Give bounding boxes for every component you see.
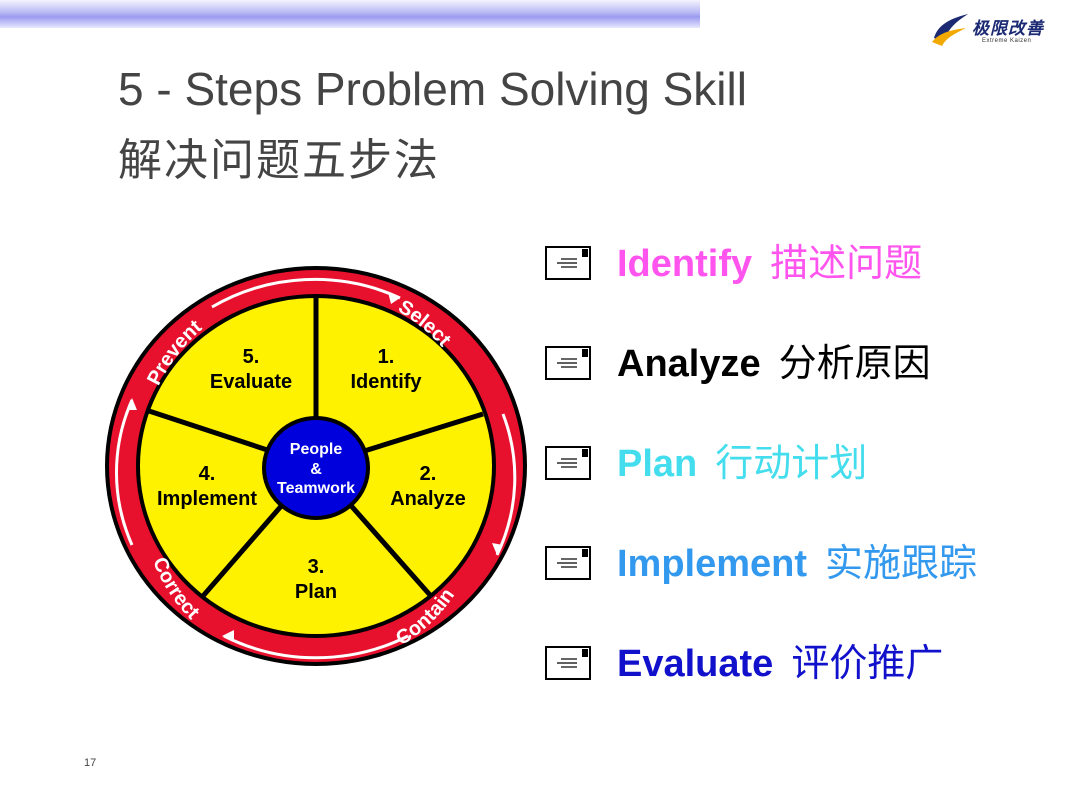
bullet-icon bbox=[545, 646, 591, 680]
arrow-arc-left bbox=[114, 399, 134, 546]
logo-name: 极限改善 bbox=[972, 19, 1044, 38]
step-en: Plan bbox=[617, 443, 698, 485]
segment-3-number: 3. bbox=[308, 556, 325, 578]
center-text-line-3: Teamwork bbox=[277, 480, 355, 497]
top-gradient-bar bbox=[0, 0, 700, 28]
step-text: Evaluate 评价推广 bbox=[617, 642, 943, 686]
arrow-arc-right bbox=[495, 413, 517, 556]
segment-2-label: Analyze bbox=[390, 488, 466, 510]
arrow-head-top bbox=[388, 292, 400, 304]
arrow-head-left bbox=[127, 398, 137, 410]
page-subtitle: 解决问题五步法 bbox=[118, 135, 440, 186]
segment-4-number: 4. bbox=[199, 463, 216, 485]
segment-5-label: Evaluate bbox=[210, 371, 292, 393]
step-en: Implement bbox=[617, 543, 808, 585]
segment-4-label: Implement bbox=[157, 488, 257, 510]
arrow-head-bottom bbox=[222, 630, 234, 642]
step-en: Analyze bbox=[617, 343, 761, 385]
step-cn: 评价推广 bbox=[791, 643, 944, 685]
step-en: Evaluate bbox=[617, 643, 774, 685]
step-cn: 实施跟踪 bbox=[825, 543, 978, 585]
page-title: 5 - Steps Problem Solving Skill bbox=[118, 63, 747, 115]
bullet-icon bbox=[545, 246, 591, 280]
step-text: Analyze 分析原因 bbox=[617, 342, 931, 386]
brand-logo: 极限改善 Extreme Kaizen bbox=[928, 8, 1068, 52]
segment-2-number: 2. bbox=[420, 463, 437, 485]
problem-solving-wheel: Prevent Select Correct Contain 1. Identi… bbox=[100, 262, 532, 679]
bullet-icon bbox=[545, 346, 591, 380]
step-text: Implement 实施跟踪 bbox=[617, 542, 977, 586]
step-en: Identify bbox=[617, 243, 753, 285]
segment-5-number: 5. bbox=[243, 346, 260, 368]
arrow-arc-top bbox=[211, 277, 401, 309]
segment-3-label: Plan bbox=[295, 581, 337, 603]
bullet-icon bbox=[545, 446, 591, 480]
segment-1-label: Identify bbox=[350, 371, 422, 393]
center-circle bbox=[262, 416, 370, 520]
bullet-icon bbox=[545, 546, 591, 580]
arrow-head-right bbox=[492, 543, 503, 555]
step-cn: 分析原因 bbox=[778, 343, 931, 385]
wheel-diagram: Prevent Select Correct Contain 1. Identi… bbox=[105, 266, 527, 666]
step-text: Plan 行动计划 bbox=[617, 442, 867, 486]
center-text-line-2: & bbox=[310, 461, 322, 478]
step-cn: 行动计划 bbox=[715, 443, 868, 485]
step-cn: 描述问题 bbox=[770, 243, 923, 285]
arrow-arc-bottom bbox=[223, 634, 409, 660]
segment-1-number: 1. bbox=[378, 346, 395, 368]
step-text: Identify 描述问题 bbox=[617, 242, 922, 286]
logo-subtitle: Extreme Kaizen bbox=[982, 38, 1032, 44]
logo-swoosh-icon bbox=[932, 14, 968, 46]
page-number: 17 bbox=[84, 757, 97, 769]
center-text-line-1: People bbox=[290, 441, 343, 458]
